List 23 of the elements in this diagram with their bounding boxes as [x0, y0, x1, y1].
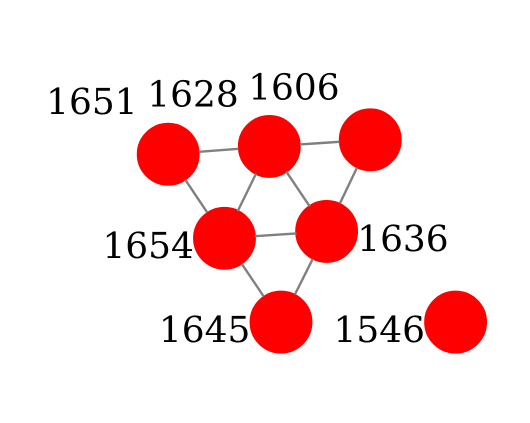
connector — [338, 167, 358, 204]
connector — [299, 140, 339, 146]
node-circle — [424, 290, 487, 354]
node-label: 1606 — [248, 68, 340, 109]
node-circle — [136, 122, 200, 186]
connector — [236, 173, 257, 212]
connector — [284, 170, 310, 208]
connector — [184, 179, 208, 214]
connector — [198, 148, 238, 154]
connector — [254, 232, 296, 238]
node-label: 1636 — [356, 219, 448, 260]
node-label: 1628 — [146, 74, 238, 116]
connector — [240, 263, 264, 298]
node-circle — [338, 108, 402, 172]
node-circle — [237, 114, 300, 178]
node-circle — [249, 290, 312, 354]
node-label: 1651 — [46, 82, 138, 124]
node-label: 1654 — [102, 226, 194, 268]
connector — [293, 258, 314, 295]
node-label: 1645 — [158, 310, 250, 351]
node-label: 1546 — [333, 310, 424, 351]
node-circle — [294, 200, 358, 263]
node-circle — [192, 206, 256, 270]
